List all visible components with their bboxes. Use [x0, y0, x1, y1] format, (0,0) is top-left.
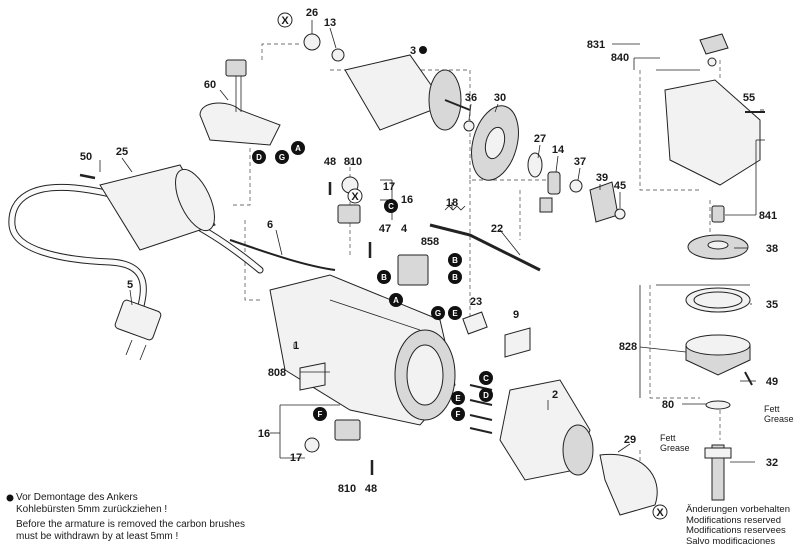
note-line-1: Vor Demontage des Ankers [16, 492, 138, 503]
label-32: 32 [766, 457, 778, 469]
label-39: 39 [596, 172, 608, 184]
part-numbers: 26 13 3 831 840 60 36 30 55 27 14 50 25 … [80, 7, 778, 495]
label-18: 18 [446, 197, 458, 209]
label-48-bottom: 48 [365, 483, 377, 495]
label-841: 841 [759, 210, 777, 222]
note-line-3: Before the armature is removed the carbo… [16, 519, 246, 530]
marker-a-2: A [393, 296, 399, 305]
label-17-bottom: 17 [290, 452, 302, 464]
marker-g-1: G [279, 153, 285, 162]
fett-label-left: Fett [660, 433, 676, 443]
marker-g-2: G [435, 309, 441, 318]
label-23: 23 [470, 296, 482, 308]
label-48-top: 48 [324, 156, 336, 168]
mods-fr: Modifications reservees [685, 525, 786, 536]
label-14: 14 [552, 144, 565, 156]
marker-a-1: A [295, 144, 301, 153]
label-16-bottom: 16 [258, 428, 270, 440]
label-35: 35 [766, 299, 778, 311]
label-38: 38 [766, 243, 778, 255]
mods-en: Modifications reserved [685, 514, 781, 526]
marker-x-1: X [281, 15, 289, 27]
label-828: 828 [619, 341, 637, 353]
grease-note-right: Fett Grease [764, 404, 794, 424]
label-2: 2 [552, 389, 558, 401]
mods-de: Änderungen vorbehalten [685, 504, 790, 515]
marker-b-2: B [452, 256, 458, 265]
marker-d-2: D [483, 391, 489, 400]
label-37: 37 [574, 156, 586, 168]
label-13: 13 [324, 17, 336, 29]
label-5: 5 [127, 279, 133, 291]
label-16-top: 16 [401, 194, 413, 206]
leader-lines [99, 20, 765, 463]
label-29: 29 [624, 434, 636, 446]
label-22: 22 [491, 223, 503, 235]
marker-b-3: B [452, 273, 458, 282]
label-831: 831 [587, 39, 605, 51]
marker-e-2: E [455, 394, 461, 403]
label-4: 4 [401, 223, 408, 235]
marker-c-2: C [483, 374, 489, 383]
label-810-top: 810 [344, 156, 362, 168]
marker-x-3: X [656, 507, 664, 519]
label-3: 3 [410, 45, 416, 57]
marker-c-1: C [388, 202, 394, 211]
marker-x-2: X [351, 191, 359, 203]
label-858: 858 [421, 236, 439, 248]
grease-label-left: Grease [660, 443, 690, 453]
marker-b-1: B [381, 273, 387, 282]
assembly-lines [230, 43, 721, 480]
label-810-bottom: 810 [338, 483, 356, 495]
marker-d-1: D [256, 153, 262, 162]
label-840: 840 [611, 52, 629, 64]
marker-e-1: E [452, 309, 458, 318]
marker-f-1: F [456, 410, 461, 419]
label-27: 27 [534, 133, 546, 145]
label-55: 55 [743, 92, 755, 104]
part-drawings [8, 33, 765, 516]
grease-note-left: Fett Grease [660, 433, 690, 453]
label-808: 808 [268, 367, 286, 379]
label-50: 50 [80, 151, 92, 163]
armature-removal-note: Vor Demontage des Ankers Kohlebürsten 5m… [16, 492, 245, 543]
modifications-notice: Änderungen vorbehalten Modifications res… [685, 504, 790, 547]
label-80: 80 [662, 399, 674, 411]
label-6: 6 [267, 219, 273, 231]
note-line-2: Kohlebürsten 5mm zurückziehen ! [16, 504, 168, 515]
label-26: 26 [306, 7, 318, 19]
label-30: 30 [494, 92, 506, 104]
marker-f-2: F [318, 410, 323, 419]
label-17-top: 17 [383, 181, 395, 193]
fett-label-right: Fett [764, 404, 780, 414]
label-1: 1 [293, 340, 299, 352]
label-36: 36 [465, 92, 477, 104]
note-line-4: must be withdrawn by at least 5mm ! [16, 531, 179, 542]
grease-label-right: Grease [764, 414, 794, 424]
label-25: 25 [116, 146, 128, 158]
label-47: 47 [379, 223, 391, 235]
label-9: 9 [513, 309, 519, 321]
circle-markers: X A D G C X B B B A G E C D E F F X [6, 12, 668, 520]
label-45: 45 [614, 180, 626, 192]
label-49: 49 [766, 376, 778, 388]
label-60: 60 [204, 79, 216, 91]
mods-es: Salvo modificaciones [685, 535, 776, 547]
